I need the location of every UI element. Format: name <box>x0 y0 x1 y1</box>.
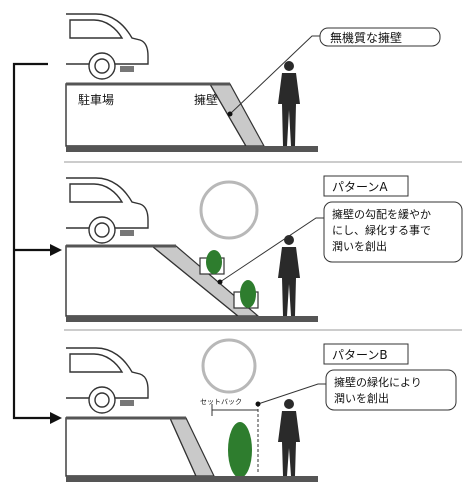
setback-label: セットバック <box>200 398 242 406</box>
pattern-title-box <box>323 175 409 197</box>
callout-line-2: にし、緑化する事で <box>332 223 431 237</box>
pattern-title-box <box>323 343 409 365</box>
parking-label: 駐車場 <box>78 92 114 107</box>
car-icon <box>66 177 149 244</box>
tree-canopy-icon <box>201 338 257 394</box>
pattern-b-title: パターンB <box>332 348 388 362</box>
callout-box <box>319 27 441 47</box>
panel-existing <box>65 13 441 152</box>
hedge-icon <box>228 422 252 478</box>
person-icon <box>278 235 300 316</box>
panel-pattern-a <box>65 175 463 322</box>
flow-arrow <box>12 62 62 424</box>
callout-text: 無機質な擁壁 <box>330 30 402 45</box>
car-icon <box>66 347 149 414</box>
shrub-icon <box>240 280 256 308</box>
callout-box <box>325 369 457 411</box>
tree-canopy-icon <box>199 180 259 240</box>
callout-line-1: 擁壁の勾配を緩やか <box>332 207 431 221</box>
person-icon <box>278 399 300 476</box>
panel-pattern-b <box>65 338 457 482</box>
shrub-icon <box>206 250 222 274</box>
callout-line-1: 擁壁の緑化により <box>334 375 422 389</box>
wall-label: 擁壁 <box>194 92 218 107</box>
callout-line-3: 潤いを創出 <box>332 239 387 253</box>
car-icon <box>66 13 149 80</box>
callout-box <box>323 201 463 263</box>
arrow-head-a-icon <box>50 244 62 256</box>
person-icon <box>278 61 300 146</box>
arrow-head-b-icon <box>50 412 62 424</box>
pattern-a-title: パターンA <box>332 180 388 194</box>
callout-line-2: 潤いを創出 <box>334 391 389 405</box>
